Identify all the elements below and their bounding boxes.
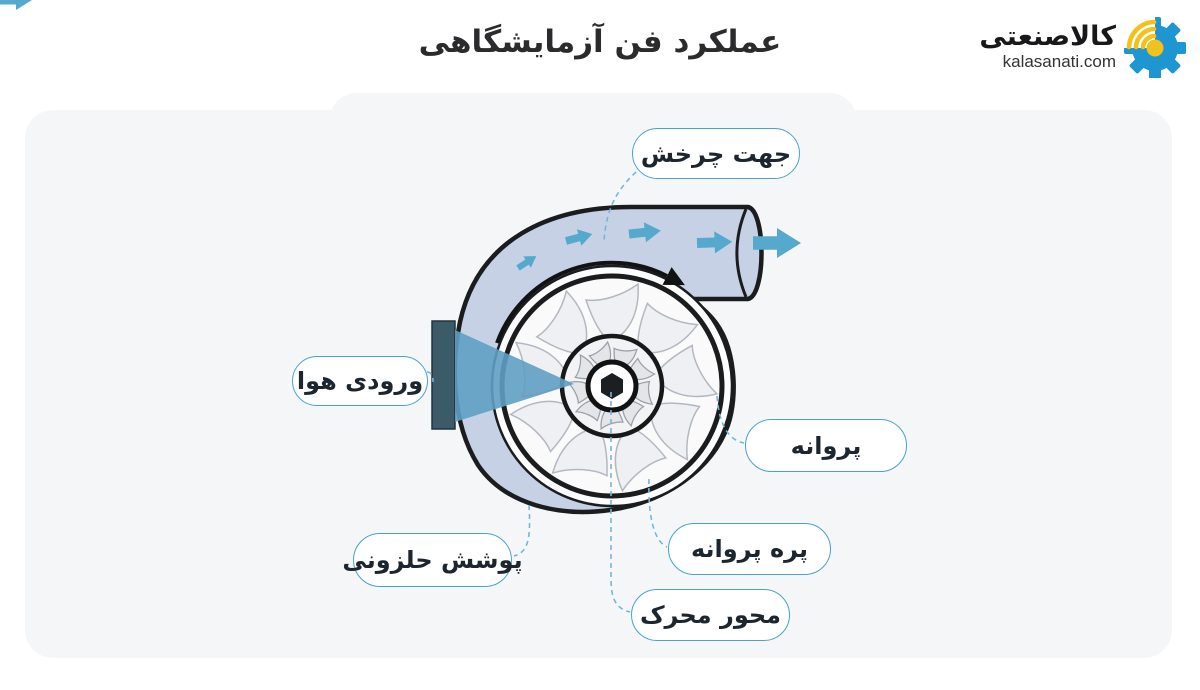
label-impeller: پروانه (745, 419, 907, 472)
air-inlet-shape (431, 320, 574, 430)
label-drive-shaft: محور محرک (631, 589, 790, 641)
page-title: عملکرد فن آزمایشگاهی (418, 24, 782, 60)
label-air-inlet: ورودی هوا (292, 356, 428, 406)
leader-impeller (716, 395, 745, 444)
label-rotation-direction: جهت چرخش (632, 128, 800, 179)
leader-inlet (426, 371, 434, 383)
drive-shaft-hub (585, 359, 639, 413)
label-volute-casing: پوشش حلزونی (342, 533, 523, 587)
rotation-arrow (495, 260, 685, 344)
gear-wifi-icon (1122, 12, 1186, 82)
brand-name: کالاصنعتی (979, 21, 1116, 53)
label-impeller-blade: پره پروانه (668, 523, 831, 575)
brand-domain: kalasanati.com (1002, 51, 1116, 71)
flow-arrows (0, 0, 801, 274)
brand-logo: کالاصنعتی kalasanati.com (979, 12, 1186, 82)
impeller-shape (490, 264, 734, 508)
